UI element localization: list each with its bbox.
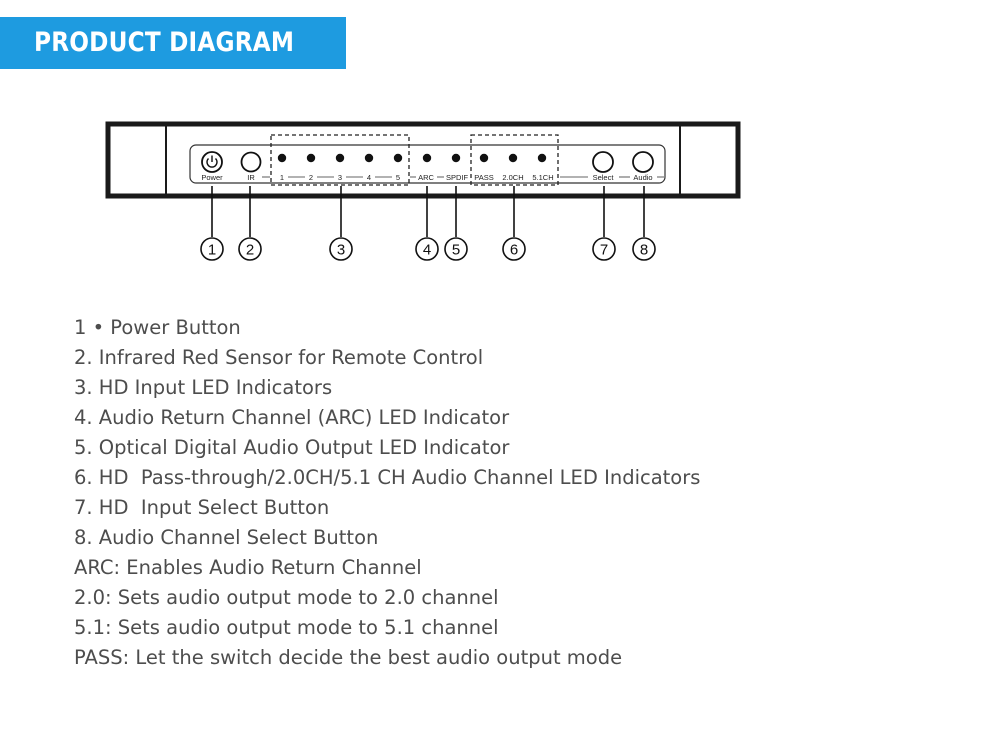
select-button xyxy=(592,151,614,173)
legend-item: 8. Audio Channel Select Button xyxy=(74,526,379,549)
audio-label: Audio xyxy=(633,173,652,182)
callout-circle xyxy=(444,237,468,261)
callout-number: 2 xyxy=(246,242,254,259)
channel-51-label: 5.1CH xyxy=(532,173,553,182)
callout-circle xyxy=(200,237,224,261)
callout-circle xyxy=(502,237,526,261)
spdif-label: SPDIF xyxy=(446,173,469,182)
callout-number: 5 xyxy=(452,242,460,259)
callout-number: 8 xyxy=(640,242,648,259)
channel-20-led xyxy=(508,153,518,163)
input-led xyxy=(277,153,287,163)
arc-led xyxy=(422,153,432,163)
legend-item: 5. Optical Digital Audio Output LED Indi… xyxy=(74,436,510,459)
pass-led xyxy=(479,153,489,163)
input-leds xyxy=(277,153,403,163)
channel-51-led xyxy=(537,153,547,163)
select-label: Select xyxy=(593,173,615,182)
ir-sensor xyxy=(240,151,262,173)
legend-item: 5.1: Sets audio output mode to 5.1 chann… xyxy=(74,616,499,639)
callout-number: 3 xyxy=(337,242,345,259)
legend-item: 6. HD Pass-through/2.0CH/5.1 CH Audio Ch… xyxy=(74,466,701,489)
callout-circle xyxy=(329,237,353,261)
audio-button xyxy=(632,151,654,173)
callout-number: 7 xyxy=(600,242,608,259)
legend-item: 1 • Power Button xyxy=(74,316,241,339)
input-led xyxy=(306,153,316,163)
legend-item: 3. HD Input LED Indicators xyxy=(74,376,333,399)
audio-mode-led-group xyxy=(470,134,559,186)
led-number-label: 5 xyxy=(396,173,400,182)
legend-list: 1 • Power Button 2. Infrared Red Sensor … xyxy=(74,313,954,673)
legend-item: ARC: Enables Audio Return Channel xyxy=(74,556,422,579)
power-label: Power xyxy=(201,173,223,182)
callout-number: 6 xyxy=(510,242,518,259)
arc-label: ARC xyxy=(418,173,434,182)
product-diagram: Power IR 1 2 3 4 5 ARC SPDIF PASS 2.0CH … xyxy=(0,110,1000,290)
spdif-led xyxy=(451,153,461,163)
led-number-label: 3 xyxy=(338,173,342,182)
callout-number: 1 xyxy=(208,242,216,259)
hd-input-led-group xyxy=(270,134,410,186)
led-number-label: 4 xyxy=(367,173,371,182)
callout-circle xyxy=(238,237,262,261)
input-led xyxy=(393,153,403,163)
legend-item: 7. HD Input Select Button xyxy=(74,496,330,519)
ir-label: IR xyxy=(247,173,255,182)
input-led xyxy=(364,153,374,163)
callout-circle xyxy=(592,237,616,261)
title-banner: PRODUCT DIAGRAM xyxy=(0,17,346,69)
power-icon xyxy=(206,158,218,168)
led-number-label: 2 xyxy=(309,173,313,182)
front-panel-drawing: Power IR 1 2 3 4 5 ARC SPDIF PASS 2.0CH … xyxy=(105,121,741,261)
led-number-label: 1 xyxy=(280,173,284,182)
pass-label: PASS xyxy=(474,173,493,182)
legend-item: PASS: Let the switch decide the best aud… xyxy=(74,646,623,669)
page-title: PRODUCT DIAGRAM xyxy=(34,27,295,58)
legend-item: 4. Audio Return Channel (ARC) LED Indica… xyxy=(74,406,510,429)
channel-20-label: 2.0CH xyxy=(502,173,523,182)
callout-circle xyxy=(415,237,439,261)
callout-number: 4 xyxy=(423,242,431,259)
control-panel-outline xyxy=(189,144,666,184)
legend-item: 2.0: Sets audio output mode to 2.0 chann… xyxy=(74,586,499,609)
legend-item: 2. Infrared Red Sensor for Remote Contro… xyxy=(74,346,484,369)
callout-circle xyxy=(632,237,656,261)
input-led xyxy=(335,153,345,163)
